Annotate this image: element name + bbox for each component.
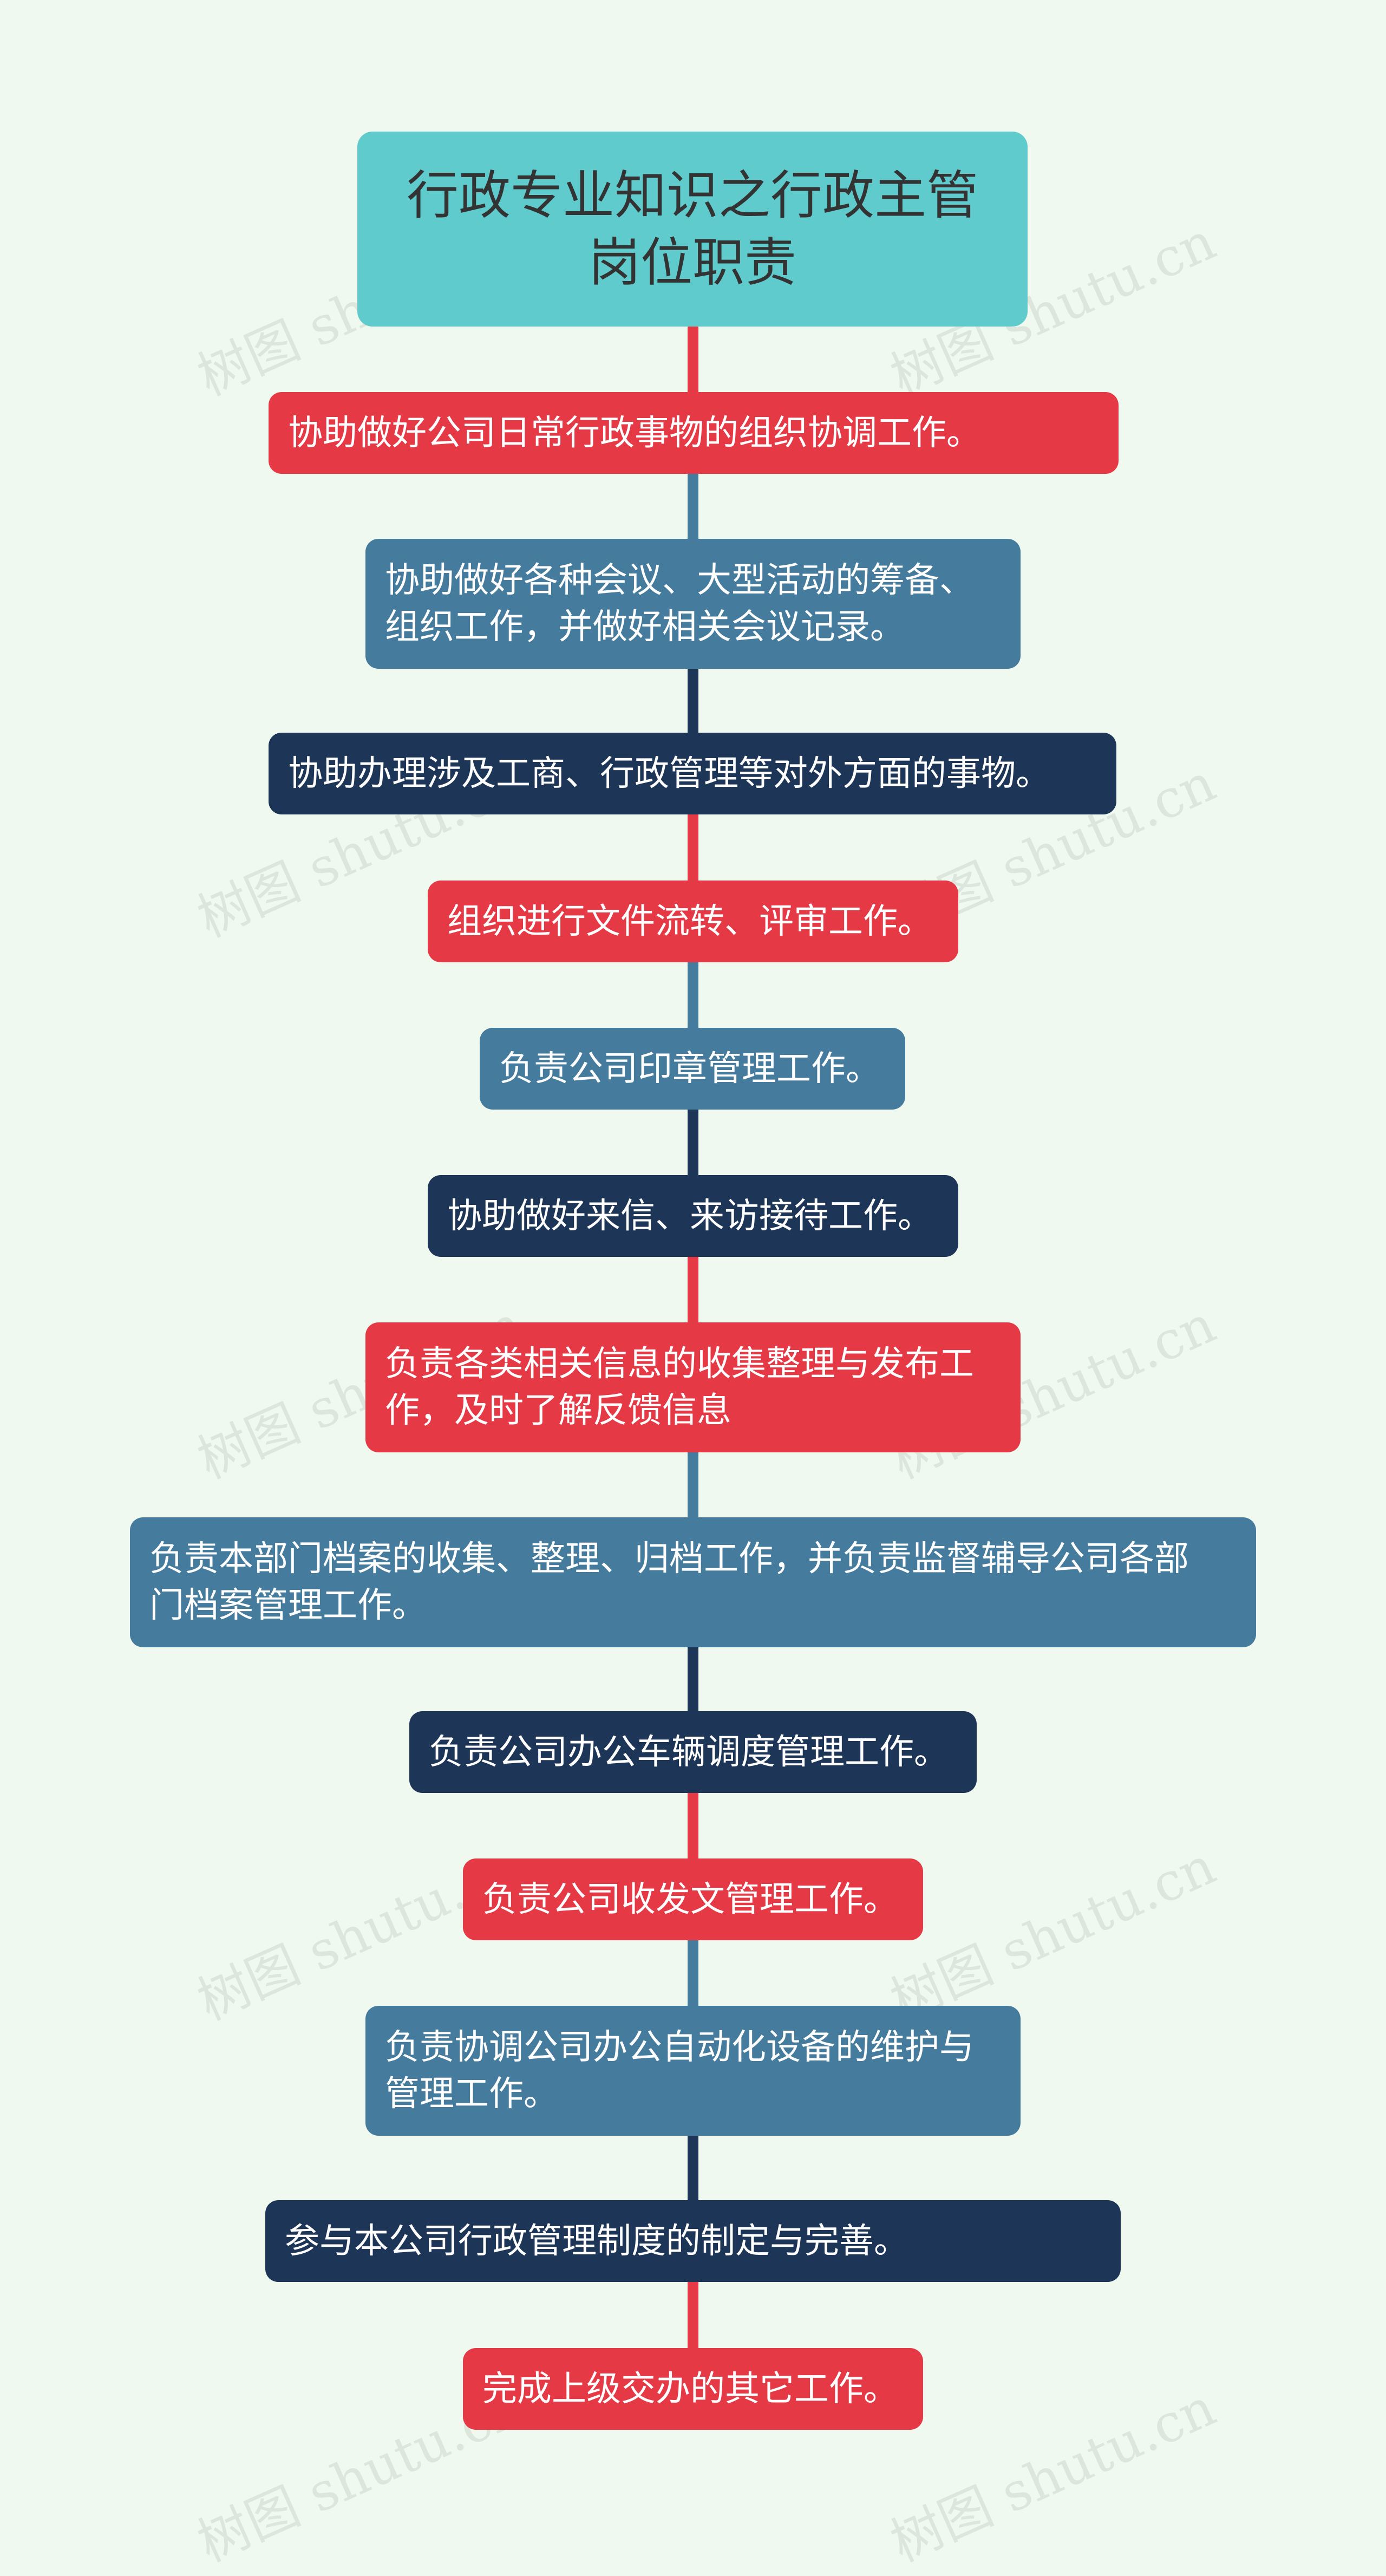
node-label: 协助做好公司日常行政事物的组织协调工作。 — [288, 413, 981, 453]
topic-node[interactable]: 组织进行文件流转、评审工作。 — [428, 881, 958, 962]
topic-node[interactable]: 负责协调公司办公自动化设备的维护与 管理工作。 — [365, 2006, 1021, 2136]
connector-line — [688, 1257, 698, 1322]
node-label: 协助做好来信、来访接待工作。 — [447, 1196, 932, 1236]
connector-line — [688, 1110, 698, 1175]
node-label: 协助做好各种会议、大型活动的筹备、 组织工作，并做好相关会议记录。 — [385, 560, 974, 647]
topic-node[interactable]: 负责公司印章管理工作。 — [480, 1028, 905, 1110]
topic-node[interactable]: 协助做好来信、来访接待工作。 — [428, 1175, 958, 1257]
connector-line — [688, 1940, 698, 2006]
node-label: 负责本部门档案的收集、整理、归档工作，并负责监督辅导公司各部 门档案管理工作。 — [149, 1539, 1189, 1626]
topic-node[interactable]: 负责本部门档案的收集、整理、归档工作，并负责监督辅导公司各部 门档案管理工作。 — [130, 1517, 1256, 1647]
topic-node[interactable]: 参与本公司行政管理制度的制定与完善。 — [265, 2200, 1121, 2282]
connector-line — [688, 2282, 698, 2348]
topic-node[interactable]: 负责各类相关信息的收集整理与发布工 作，及时了解反馈信息 — [365, 1322, 1021, 1452]
connector-line — [688, 1647, 698, 1711]
node-label: 组织进行文件流转、评审工作。 — [447, 901, 932, 942]
connector-line — [688, 474, 698, 539]
watermark: 树图 shutu.cn — [881, 1835, 1224, 2032]
node-label: 行政专业知识之行政主管 岗位职责 — [407, 165, 978, 293]
connector-line — [688, 1793, 698, 1858]
connector-line — [688, 814, 698, 881]
node-label: 负责公司收发文管理工作。 — [482, 1879, 898, 1920]
watermark: 树图 shutu.cn — [881, 2376, 1224, 2574]
connector-line — [688, 327, 698, 392]
topic-node[interactable]: 协助办理涉及工商、行政管理等对外方面的事物。 — [269, 733, 1116, 814]
topic-node[interactable]: 负责公司办公车辆调度管理工作。 — [409, 1711, 977, 1793]
connector-line — [688, 2136, 698, 2200]
connector-line — [688, 669, 698, 733]
topic-node[interactable]: 协助做好各种会议、大型活动的筹备、 组织工作，并做好相关会议记录。 — [365, 539, 1021, 669]
topic-node[interactable]: 完成上级交办的其它工作。 — [463, 2348, 923, 2430]
node-label: 负责公司印章管理工作。 — [499, 1048, 880, 1089]
connector-line — [688, 1452, 698, 1517]
node-label: 负责各类相关信息的收集整理与发布工 作，及时了解反馈信息 — [385, 1344, 974, 1431]
node-label: 负责公司办公车辆调度管理工作。 — [429, 1732, 949, 1772]
root-topic[interactable]: 行政专业知识之行政主管 岗位职责 — [357, 132, 1028, 327]
connector-line — [688, 962, 698, 1028]
node-label: 负责协调公司办公自动化设备的维护与 管理工作。 — [385, 2027, 974, 2114]
topic-node[interactable]: 负责公司收发文管理工作。 — [463, 1858, 923, 1940]
node-label: 完成上级交办的其它工作。 — [482, 2369, 898, 2409]
node-label: 协助办理涉及工商、行政管理等对外方面的事物。 — [288, 753, 1050, 794]
topic-node[interactable]: 协助做好公司日常行政事物的组织协调工作。 — [269, 392, 1119, 474]
node-label: 参与本公司行政管理制度的制定与完善。 — [285, 2221, 908, 2261]
